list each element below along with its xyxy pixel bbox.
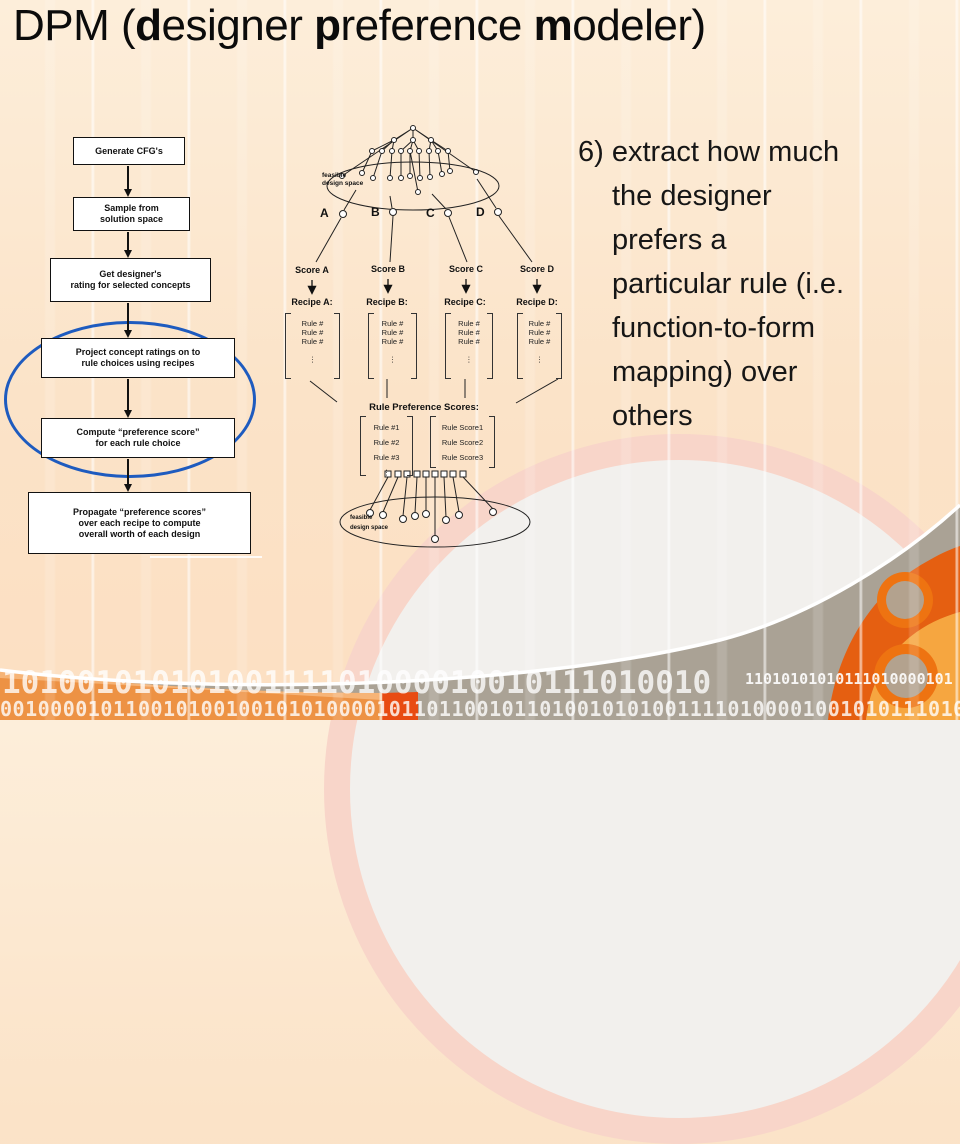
branch-label-a: A bbox=[320, 206, 329, 220]
flowchart-arrow bbox=[123, 459, 132, 492]
title-segment: odeler) bbox=[572, 1, 706, 50]
note-text: 6) extract how much the designer prefers… bbox=[578, 136, 845, 432]
flowchart-step-compute-score: Compute “preference score” for each rule… bbox=[41, 418, 235, 458]
rule-score-bracket: Rule Score1 Rule Score2 Rule Score3 bbox=[430, 416, 495, 468]
slide-title: DPM (designer preference modeler) bbox=[13, 0, 706, 52]
recipe-rules-bracket-d: Rule # Rule # Rule # ⋮ bbox=[517, 313, 562, 379]
flowchart-step-generate-cfgs: Generate CFG's bbox=[73, 137, 185, 165]
title-segment-bold: m bbox=[533, 1, 573, 50]
title-segment-bold: p bbox=[314, 1, 341, 50]
title-segment: reference bbox=[340, 1, 534, 50]
title-segment-bold: d bbox=[135, 1, 162, 50]
score-label-b: Score B bbox=[370, 264, 405, 274]
score-arrows bbox=[307, 279, 542, 295]
feasible-space-label-bottom: feasible design space bbox=[350, 515, 389, 531]
recipe-label-a: Recipe A: bbox=[291, 297, 333, 307]
preference-connectors bbox=[309, 378, 559, 404]
flowchart-arrow bbox=[123, 166, 132, 197]
recipe-label-c: Recipe C: bbox=[444, 297, 486, 307]
feasible-space-label-top: feasible design space bbox=[322, 172, 364, 187]
branch-connectors bbox=[343, 178, 497, 211]
rule-number-bracket: Rule #1 Rule #2 Rule #3 ⋮ bbox=[360, 416, 413, 477]
title-segment: esigner bbox=[161, 1, 315, 50]
design-space-diagram: feasible design space A B C D Score A Sc… bbox=[280, 110, 580, 580]
recipe-rules-bracket-c: Rule # Rule # Rule # ⋮ bbox=[445, 313, 493, 379]
decor-underline bbox=[150, 556, 262, 558]
flowchart-arrow bbox=[123, 303, 132, 338]
recipe-label-d: Recipe D: bbox=[516, 297, 558, 307]
flowchart-step-project-ratings: Project concept ratings on to rule choic… bbox=[41, 338, 235, 378]
branch-label-d: D bbox=[476, 205, 485, 219]
flowchart-arrow bbox=[123, 379, 132, 418]
flowchart-step-sample: Sample from solution space bbox=[73, 197, 190, 231]
propagation-stems bbox=[369, 476, 494, 536]
recipe-label-b: Recipe B: bbox=[366, 297, 408, 307]
slide-content: DPM (designer preference modeler) Genera… bbox=[4, 0, 845, 580]
score-connectors bbox=[315, 215, 533, 263]
flowchart-step-get-rating: Get designer's rating for selected conce… bbox=[50, 258, 211, 302]
title-segment: DPM ( bbox=[13, 1, 136, 50]
score-label-c: Score C bbox=[448, 264, 483, 274]
branch-label-c: C bbox=[426, 206, 435, 220]
flowchart-step-propagate: Propagate “preference scores” over each … bbox=[28, 492, 251, 554]
score-label-d: Score D bbox=[519, 264, 554, 274]
flowchart-arrow bbox=[123, 232, 132, 258]
rule-preference-scores-title: Rule Preference Scores: bbox=[369, 402, 479, 413]
recipe-rules-bracket-a: Rule # Rule # Rule # ⋮ bbox=[285, 313, 340, 379]
score-label-a: Score A bbox=[295, 265, 329, 275]
recipe-rules-bracket-b: Rule # Rule # Rule # ⋮ bbox=[368, 313, 417, 379]
branch-label-b: B bbox=[371, 205, 380, 219]
